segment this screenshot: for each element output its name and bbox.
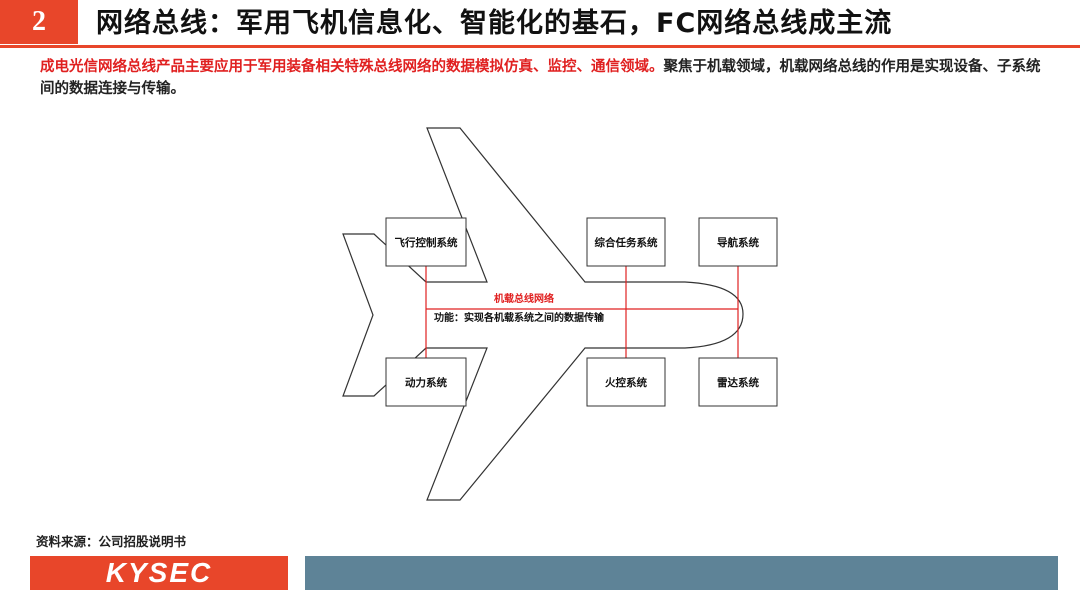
kysec-logo: KYSEC	[30, 556, 288, 590]
system-label-power: 动力系统	[405, 376, 447, 389]
section-number: 2	[0, 0, 78, 44]
system-box-radar: 雷达系统	[698, 357, 778, 407]
system-box-power: 动力系统	[385, 357, 467, 407]
bus-name-label: 机载总线网络	[494, 292, 554, 305]
airplane-outline	[342, 127, 744, 501]
system-label-flight-control: 飞行控制系统	[395, 236, 458, 249]
system-label-radar: 雷达系统	[717, 376, 759, 389]
source-note: 资料来源：公司招股说明书	[36, 534, 187, 549]
system-label-fire-control: 火控系统	[605, 376, 647, 389]
intro-text: 聚焦于机载领域，机载网络总线的作用是实现设备、子系统间的数据连接与传输。	[40, 59, 1041, 97]
system-label-navigation: 导航系统	[717, 236, 759, 249]
footer-bar	[305, 556, 1058, 590]
system-box-mission: 综合任务系统	[586, 217, 666, 267]
system-box-fire-control: 火控系统	[586, 357, 666, 407]
intro-highlight: 成电光信网络总线产品主要应用于军用装备相关特殊总线网络的数据模拟仿真、监控、通信…	[40, 59, 664, 75]
intro-paragraph: 成电光信网络总线产品主要应用于军用装备相关特殊总线网络的数据模拟仿真、监控、通信…	[40, 56, 1050, 100]
header-divider	[0, 45, 1080, 48]
system-label-mission: 综合任务系统	[595, 236, 658, 249]
bus-function-label: 功能：实现各机载系统之间的数据传输	[434, 311, 605, 324]
bus-lines	[425, 266, 739, 358]
system-box-flight-control: 飞行控制系统	[385, 217, 467, 267]
system-box-navigation: 导航系统	[698, 217, 778, 267]
page-title: 网络总线：军用飞机信息化、智能化的基石，FC网络总线成主流	[96, 8, 893, 39]
